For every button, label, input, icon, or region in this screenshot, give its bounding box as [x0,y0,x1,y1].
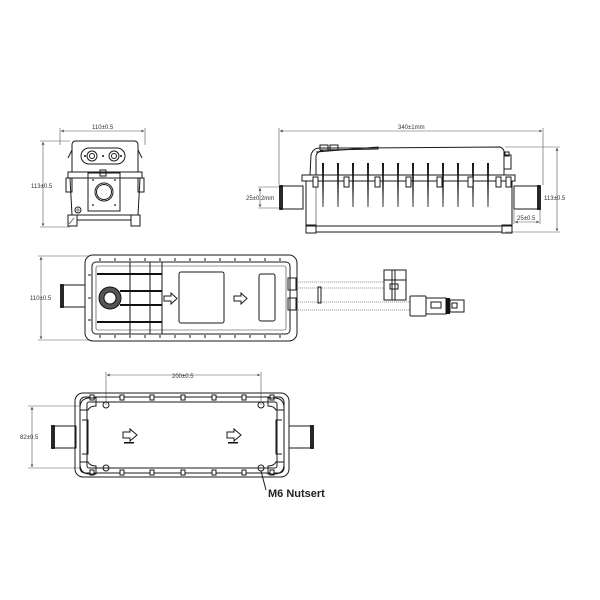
heat-sink-fins [322,163,489,207]
connector-plug-2 [409,295,465,317]
end-view: 110±0.5 113±0.5 [31,125,146,228]
frame-tabs [89,394,275,476]
wire-harness [296,281,410,311]
top-view-width-dimension: 110±0.5 [30,296,52,302]
top-view: 110±0.5 [30,254,465,342]
connector-plug-1 [383,269,407,301]
m6-nutsert-holes [102,401,265,472]
bottom-view-hole-height-dimension: 82±0.5 [20,435,39,441]
side-view-length-dimension: 340±1mm [398,125,425,131]
side-view-pipe-length-dimension: 25±0.5 [517,216,536,222]
end-view-height-dimension: 113±0.5 [31,184,53,190]
end-view-width-dimension: 110±0.5 [92,125,114,131]
m6-nutsert-callout: M6 Nutsert [268,488,325,500]
frame-bolt-marks [88,258,281,338]
side-view-height-dimension: 113±0.5 [544,196,566,202]
side-view: 340±1mm 113±0.5 25±0.2mm 25±0.5 [246,125,566,234]
bottom-view: 200±0.5 82±0.5 [20,372,325,500]
bottom-view-hole-spacing-dimension: 200±0.5 [172,374,194,380]
side-view-pipe-diameter-dimension: 25±0.2mm [246,196,274,202]
